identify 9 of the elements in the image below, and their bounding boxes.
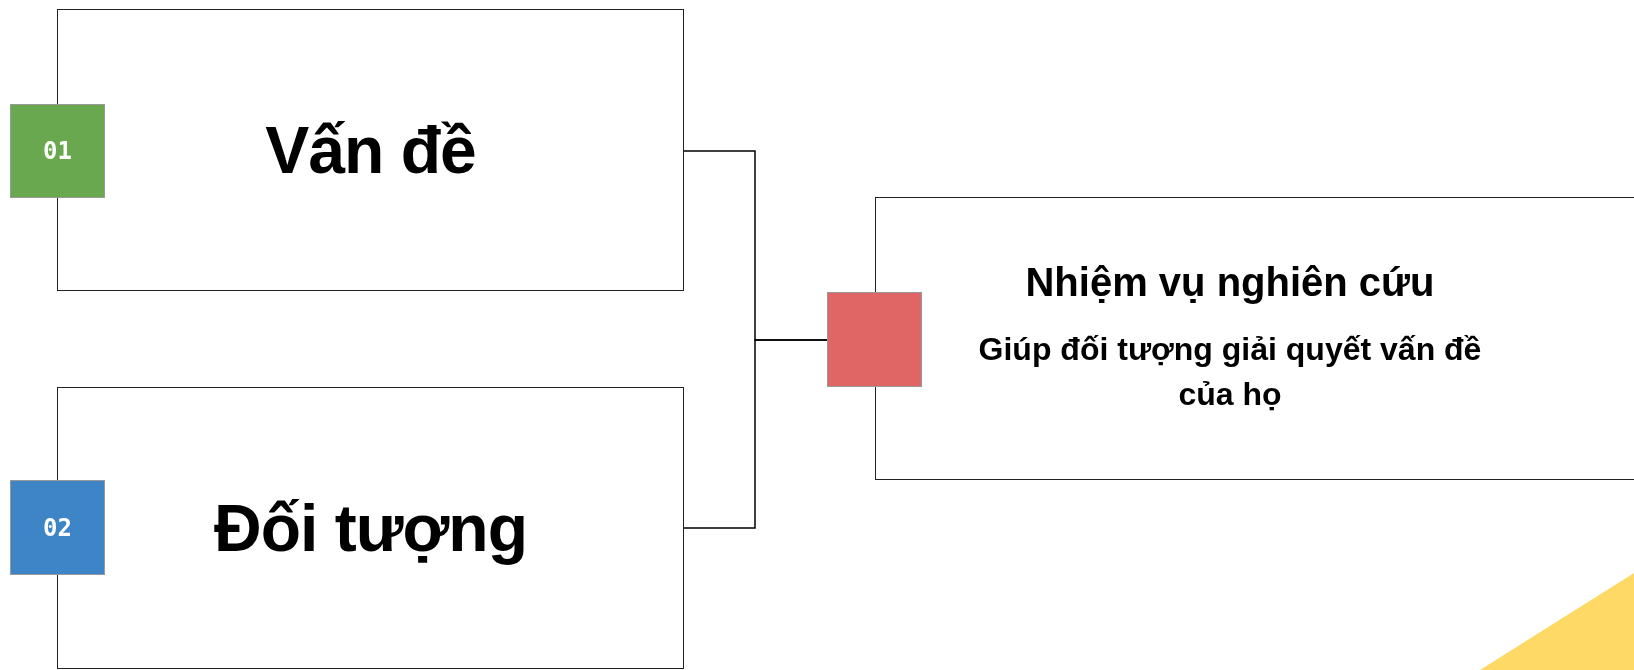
info-title: Nhiệm vụ nghiên cứu: [1024, 260, 1436, 306]
info-box: [875, 197, 1634, 480]
square-marker: [827, 292, 922, 387]
connector-line: [683, 339, 828, 529]
topic-title: Đối tượng: [214, 490, 527, 566]
number-badge: 02: [10, 480, 105, 575]
topic-title: Vấn đề: [265, 112, 476, 188]
info-text: Giúp đối tượng giải quyết vấn đề của họ: [977, 330, 1483, 414]
number-badge: 01: [10, 104, 105, 198]
